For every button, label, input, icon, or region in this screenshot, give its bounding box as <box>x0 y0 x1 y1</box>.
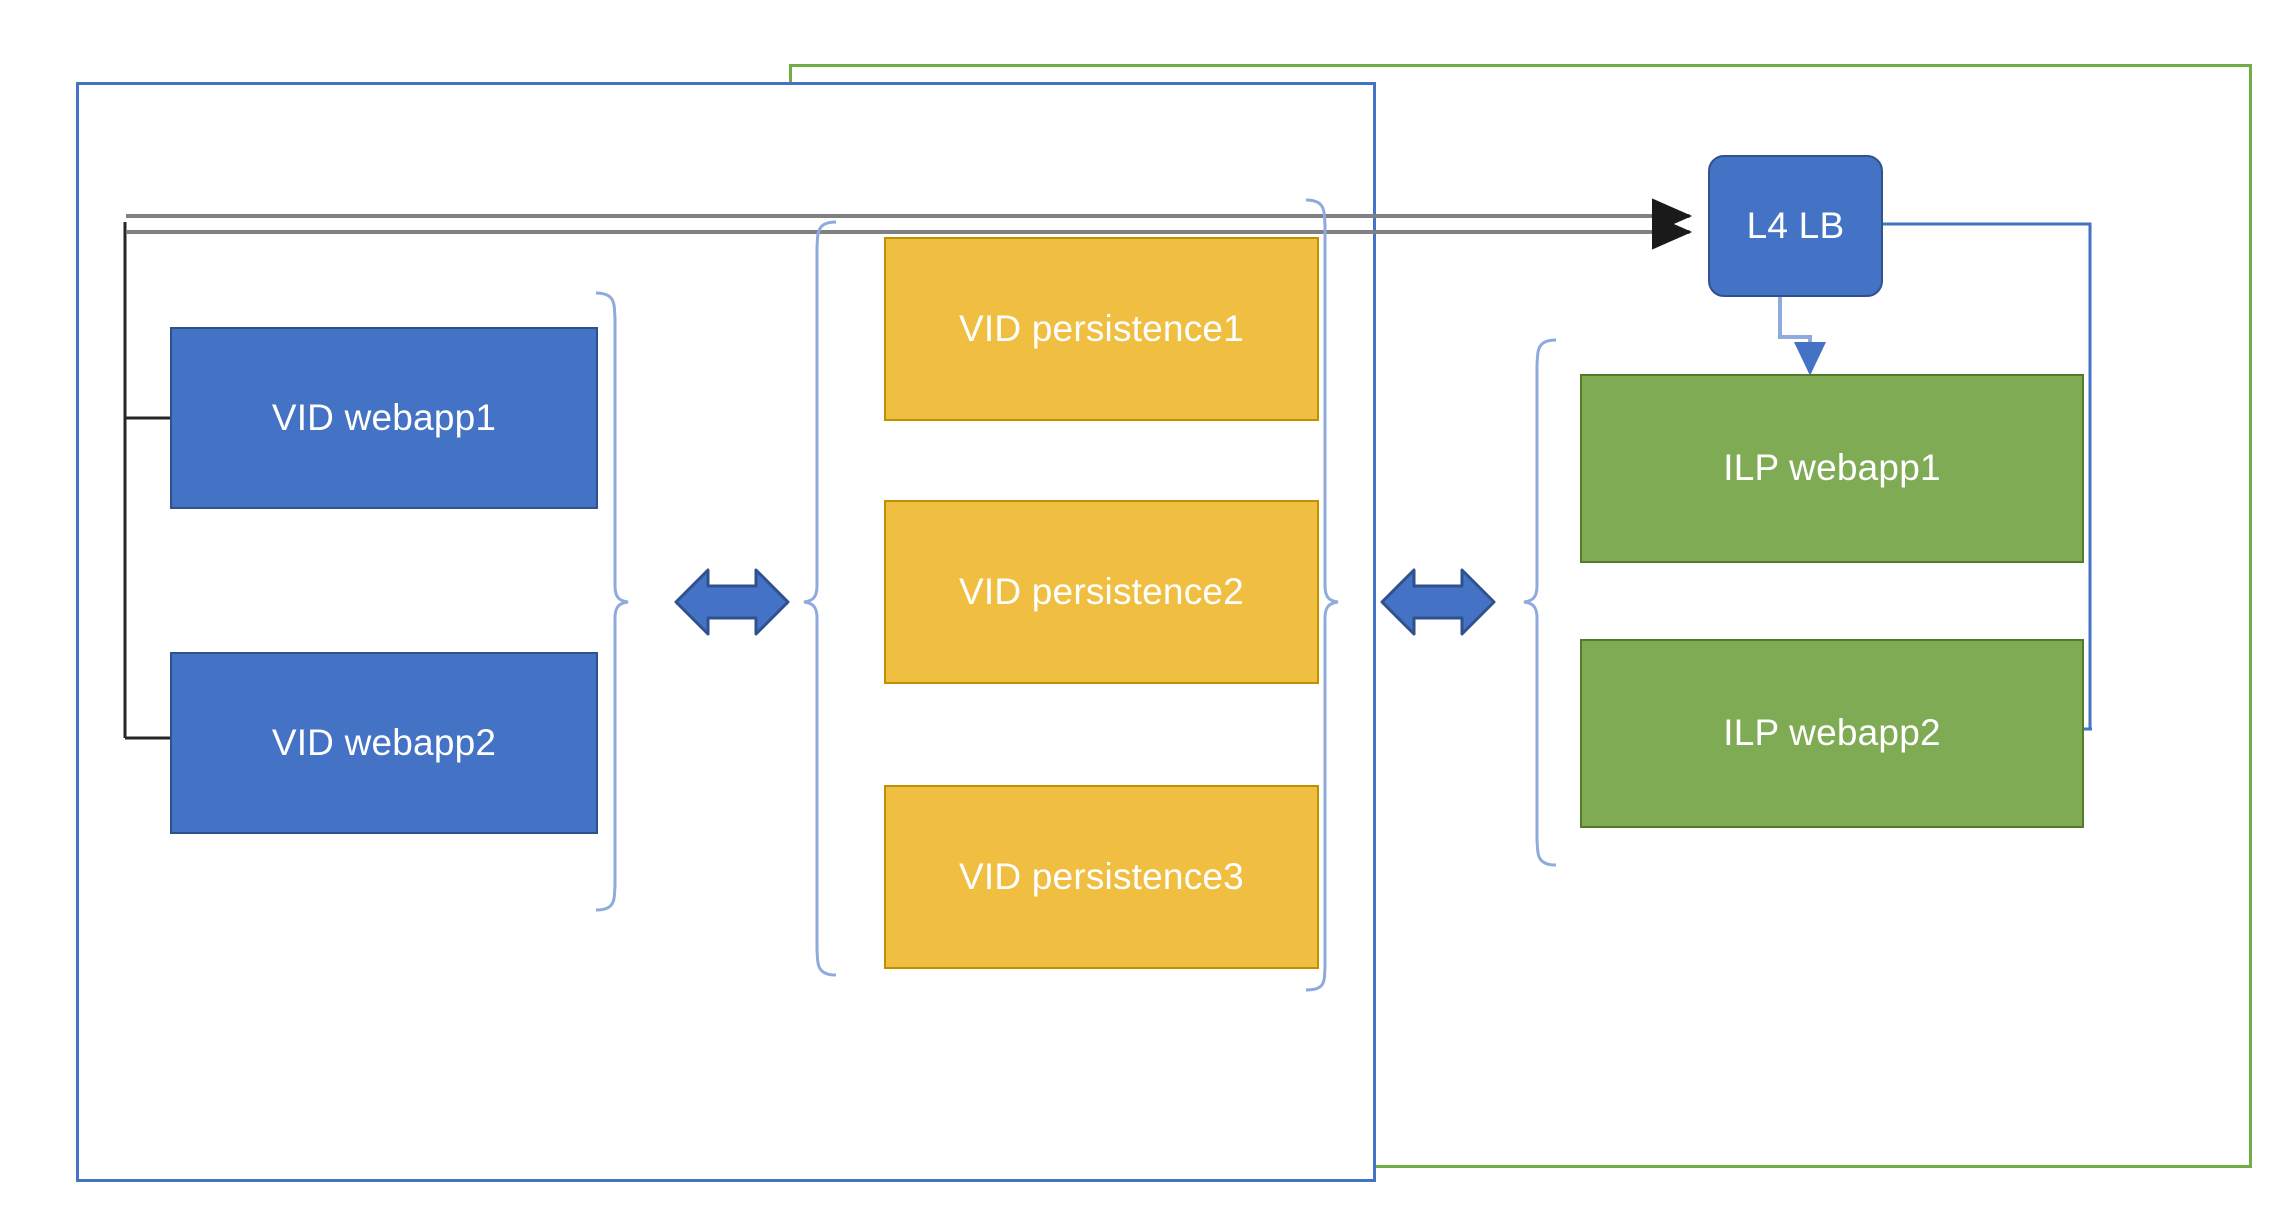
node-ilp-webapp1[interactable]: ILP webapp1 <box>1580 374 2084 563</box>
node-vid-persistence1[interactable]: VID persistence1 <box>884 237 1319 421</box>
node-ilp-webapp2[interactable]: ILP webapp2 <box>1580 639 2084 828</box>
node-vid-webapp1[interactable]: VID webapp1 <box>170 327 598 509</box>
node-vid-persistence2[interactable]: VID persistence2 <box>884 500 1319 684</box>
node-l4-lb[interactable]: L4 LB <box>1708 155 1883 297</box>
node-vid-persistence3[interactable]: VID persistence3 <box>884 785 1319 969</box>
node-vid-webapp2[interactable]: VID webapp2 <box>170 652 598 834</box>
